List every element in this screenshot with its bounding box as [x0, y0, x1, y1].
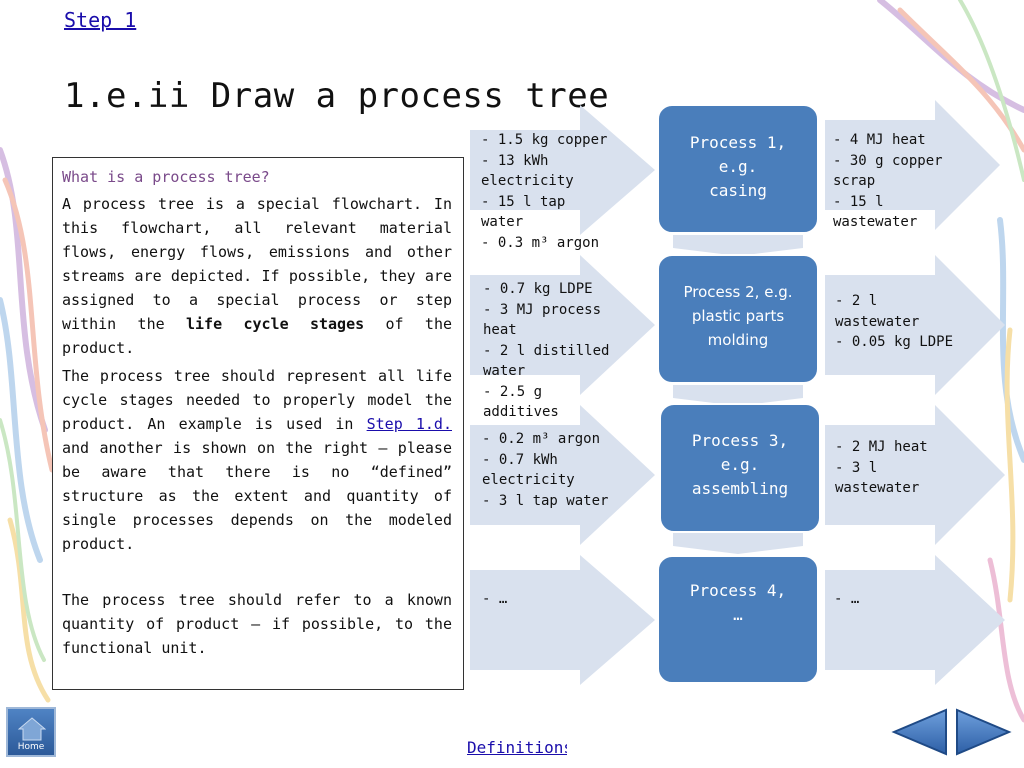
- process-box-1: [657, 104, 819, 234]
- paragraph-2-end: and another is shown on the right – plea…: [62, 439, 452, 553]
- output-arrow-1: [825, 100, 1000, 230]
- process-4-inputs: - …: [482, 591, 508, 607]
- process-2-outputs: - 2 l wastewater - 0.05 kg LDPE: [835, 293, 954, 350]
- process-2-label: Process 2, e.g. plastic parts molding: [683, 283, 793, 349]
- down-arrow-2: [673, 385, 803, 406]
- question-heading: What is a process tree?: [62, 168, 270, 186]
- home-label: Home: [17, 742, 45, 752]
- down-arrow-3: [673, 533, 803, 554]
- process-4-label: Process 4, …: [689, 581, 787, 624]
- output-arrow-2: [825, 255, 1005, 395]
- process-3-label: Process 3, e.g. assembling: [691, 431, 789, 498]
- process-3-inputs: - 0.2 m³ argon - 0.7 kWh electricity - 3…: [482, 431, 609, 509]
- step-1d-link[interactable]: Step 1.d.: [366, 415, 452, 433]
- paragraph-2-text: The process tree should represent all li…: [62, 367, 452, 433]
- process-1-label: Process 1, e.g. casing: [689, 133, 787, 200]
- paragraph-2: The process tree should represent all li…: [62, 364, 452, 556]
- paragraph-1-text: A process tree is a special flowchart. I…: [62, 195, 452, 333]
- previous-arrow-icon[interactable]: [890, 706, 950, 758]
- process-4-outputs: - …: [834, 591, 860, 607]
- page-title: 1.e.ii Draw a process tree: [64, 76, 610, 116]
- paragraph-3: The process tree should refer to a known…: [62, 591, 452, 657]
- process-tree-diagram: [470, 100, 1005, 685]
- definitions-link[interactable]: Definitions: [467, 738, 567, 757]
- home-icon: [18, 717, 46, 741]
- input-arrow-4: [470, 555, 655, 685]
- paragraph-1-end: of the product.: [62, 315, 453, 357]
- process-1-outputs: - 4 MJ heat - 30 g copper scrap - 15 l w…: [833, 132, 943, 230]
- process-box-3: [659, 403, 821, 533]
- input-arrow-3: [470, 405, 655, 545]
- process-3-outputs: - 2 MJ heat - 3 l wastewater: [835, 439, 928, 496]
- output-arrow-3: [825, 405, 1005, 545]
- arrow-shapes: [470, 100, 1005, 685]
- process-1-inputs: - 1.5 kg copper - 13 kWh electricity - 1…: [481, 132, 608, 251]
- process-2-inputs: - 0.7 kg LDPE - 3 MJ process heat - 2 l …: [483, 281, 610, 420]
- paragraph-1: A process tree is a special flowchart. I…: [62, 192, 452, 360]
- next-arrow-icon[interactable]: [953, 706, 1013, 758]
- home-button[interactable]: Home: [6, 707, 56, 757]
- input-arrow-2: [470, 255, 655, 395]
- step-1-link[interactable]: Step 1: [64, 8, 137, 32]
- process-box-2: [657, 254, 819, 384]
- life-cycle-stages-term: life cycle stages: [185, 315, 365, 333]
- output-arrow-4: [825, 555, 1005, 685]
- process-box-4: [657, 555, 819, 684]
- down-arrow-1: [673, 235, 803, 256]
- input-arrow-1: [470, 105, 655, 235]
- explanation-text: What is a process tree? A process tree i…: [62, 166, 452, 664]
- explanation-box: [52, 157, 464, 690]
